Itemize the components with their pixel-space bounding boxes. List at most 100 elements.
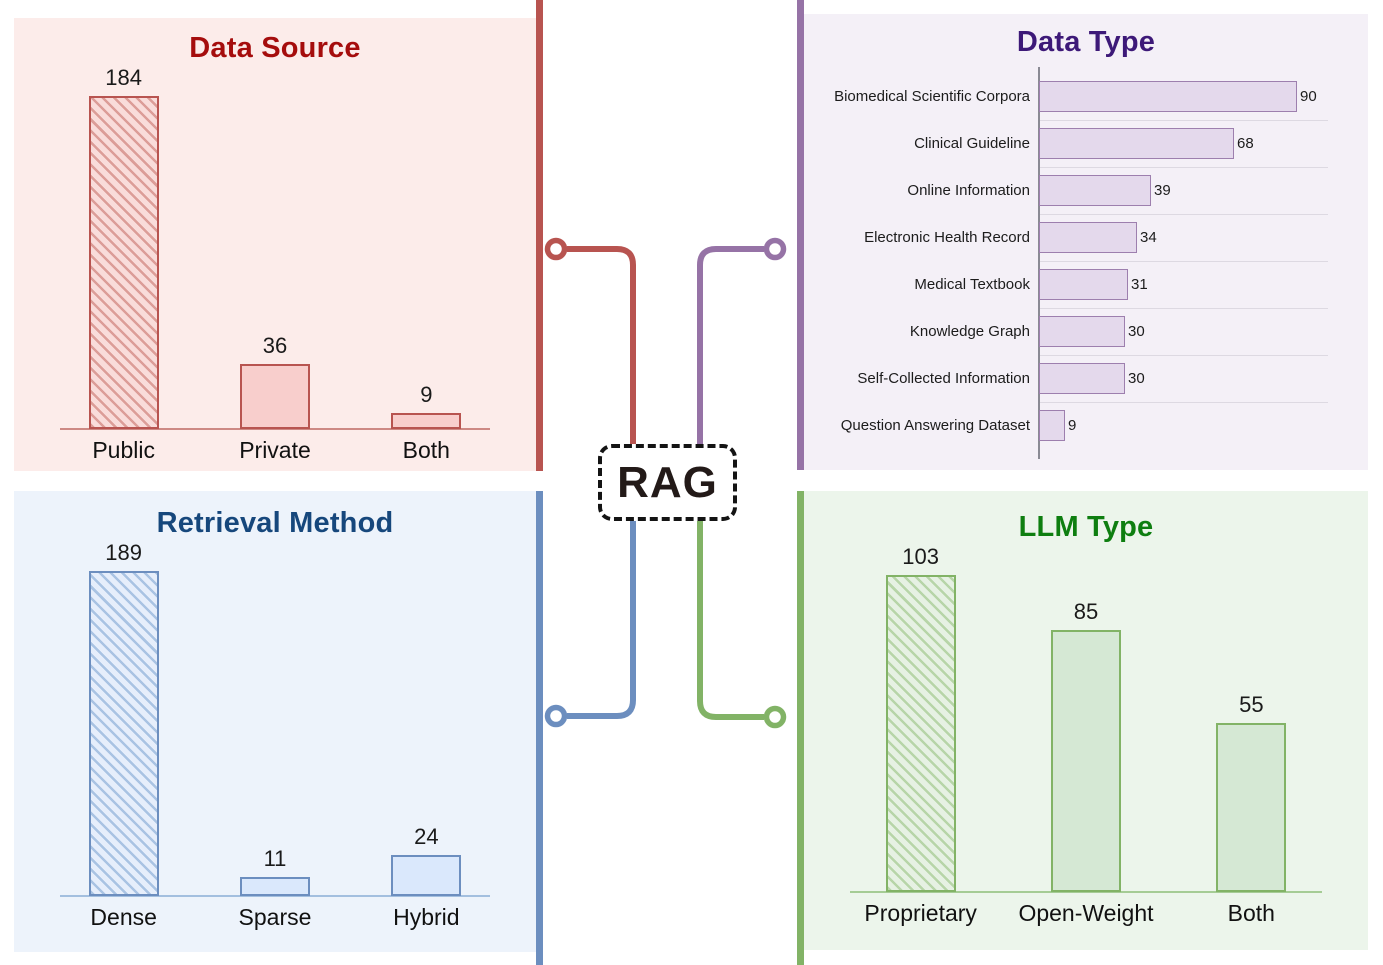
grid-line — [1040, 355, 1328, 356]
bar — [1039, 175, 1151, 206]
category-label: Knowledge Graph — [909, 323, 1030, 340]
bar-group-dense: 189 — [48, 540, 199, 896]
x-axis-line — [850, 891, 1322, 893]
bar — [88, 571, 159, 896]
bar-group-both: 9 — [351, 382, 502, 429]
bar-group-sparse: 11 — [199, 846, 350, 896]
category-label: Clinical Guideline — [914, 135, 1030, 152]
category-label: Hybrid — [393, 904, 460, 930]
bar-row-electronic-health-record: Electronic Health Record 34 — [804, 214, 1368, 261]
bar-value: 36 — [262, 333, 288, 358]
rag-label: RAG — [617, 457, 718, 507]
bar-value: 9 — [1068, 417, 1077, 434]
chart-title-data-source: Data Source — [189, 32, 361, 64]
bar-row-self-collected-information: Self-Collected Information 30 — [804, 355, 1368, 402]
category-label: Biomedical Scientific Corpora — [834, 88, 1030, 105]
connector-bottom-right — [697, 519, 787, 729]
bar-group-proprietary: 103 — [838, 544, 1003, 892]
category-label: Private — [239, 437, 311, 463]
grid-line — [1040, 167, 1328, 168]
category-label: Dense — [90, 904, 157, 930]
category-label: Both — [1227, 900, 1275, 926]
category-label: Medical Textbook — [914, 276, 1030, 293]
bar — [1039, 222, 1137, 253]
bar-value: 24 — [414, 824, 439, 849]
grid-line — [1040, 214, 1328, 215]
grid-line — [1040, 261, 1328, 262]
bar-value: 90 — [1300, 88, 1317, 105]
bar-row-knowledge-graph: Knowledge Graph 30 — [804, 308, 1368, 355]
bar-row-medical-textbook: Medical Textbook 31 — [804, 261, 1368, 308]
category-label: Both — [402, 437, 450, 463]
rag-node: RAG — [598, 444, 737, 521]
panel-data-source: Data Source 184 36 9 Public Private Both — [14, 18, 536, 471]
bar-value: 39 — [1154, 182, 1171, 199]
bar — [1216, 723, 1287, 892]
y-axis-line — [1038, 67, 1040, 459]
bar — [1039, 410, 1065, 441]
bar — [1039, 363, 1125, 394]
bar-group-open-weight: 85 — [1003, 599, 1168, 892]
category-label: Electronic Health Record — [864, 229, 1030, 246]
divider-bottom-right — [797, 491, 804, 965]
connector-bottom-left — [544, 519, 636, 728]
plot-data-source: 184 36 9 — [48, 65, 502, 430]
plot-retrieval-method: 189 11 24 — [48, 540, 502, 897]
bar — [1039, 81, 1297, 112]
chart-title-retrieval-method: Retrieval Method — [156, 507, 394, 539]
bar-value: 68 — [1237, 135, 1254, 152]
bar-row-clinical-guideline: Clinical Guideline 68 — [804, 120, 1368, 167]
category-labels-row: Public Private Both — [48, 437, 502, 464]
bar-value: 55 — [1239, 692, 1264, 717]
grid-line — [1040, 308, 1328, 309]
bar — [1039, 128, 1234, 159]
bar — [1039, 316, 1125, 347]
category-label: Proprietary — [864, 900, 977, 926]
divider-bottom-left — [536, 491, 543, 965]
bar — [239, 877, 310, 896]
bar — [1039, 269, 1128, 300]
bar-value: 11 — [263, 846, 287, 871]
bar-group-hybrid: 24 — [351, 824, 502, 896]
divider-top-right — [797, 0, 804, 470]
category-label: Question Answering Dataset — [840, 417, 1030, 434]
connector-top-right — [697, 237, 787, 446]
x-axis-line — [60, 428, 490, 430]
grid-line — [1040, 120, 1328, 121]
bars-row: 184 36 9 — [48, 65, 502, 429]
chart-title-llm-type: LLM Type — [1018, 511, 1154, 543]
grid-line — [1040, 402, 1328, 403]
plot-llm-type: 103 85 55 — [838, 544, 1334, 893]
bar-row-question-answering-dataset: Question Answering Dataset 9 — [804, 402, 1368, 449]
bar — [239, 364, 310, 429]
bars-row: 189 11 24 — [48, 540, 502, 896]
bar-value: 85 — [1073, 599, 1099, 624]
category-label: Self-Collected Information — [857, 370, 1030, 387]
bar-group-both: 55 — [1169, 692, 1334, 892]
bar-group-public: 184 — [48, 65, 199, 429]
bar — [885, 575, 956, 892]
bar-value: 30 — [1128, 323, 1145, 340]
connector-top-left — [544, 237, 636, 446]
x-axis-line — [60, 895, 490, 897]
panel-retrieval-method: Retrieval Method 189 11 24 Dense Sparse Hybr… — [14, 491, 536, 952]
bar-value: 30 — [1128, 370, 1145, 387]
bar-value: 184 — [105, 65, 143, 90]
bar-value: 9 — [420, 382, 433, 407]
bar-group-private: 36 — [199, 333, 350, 429]
category-label: Sparse — [238, 904, 312, 930]
bar-value: 34 — [1140, 229, 1157, 246]
divider-top-left — [536, 0, 543, 471]
bar-row-biomedical-scientific-corpora: Biomedical Scientific Corpora 90 — [804, 73, 1368, 120]
bar — [88, 96, 159, 429]
bars-row: 103 85 55 — [838, 544, 1334, 892]
chart-title-data-type: Data Type — [1016, 26, 1156, 58]
category-label: Public — [92, 437, 155, 463]
panel-data-type: Data Type Biomedical Scientific Corpora 9… — [804, 14, 1368, 470]
bar-value: 31 — [1131, 276, 1148, 293]
